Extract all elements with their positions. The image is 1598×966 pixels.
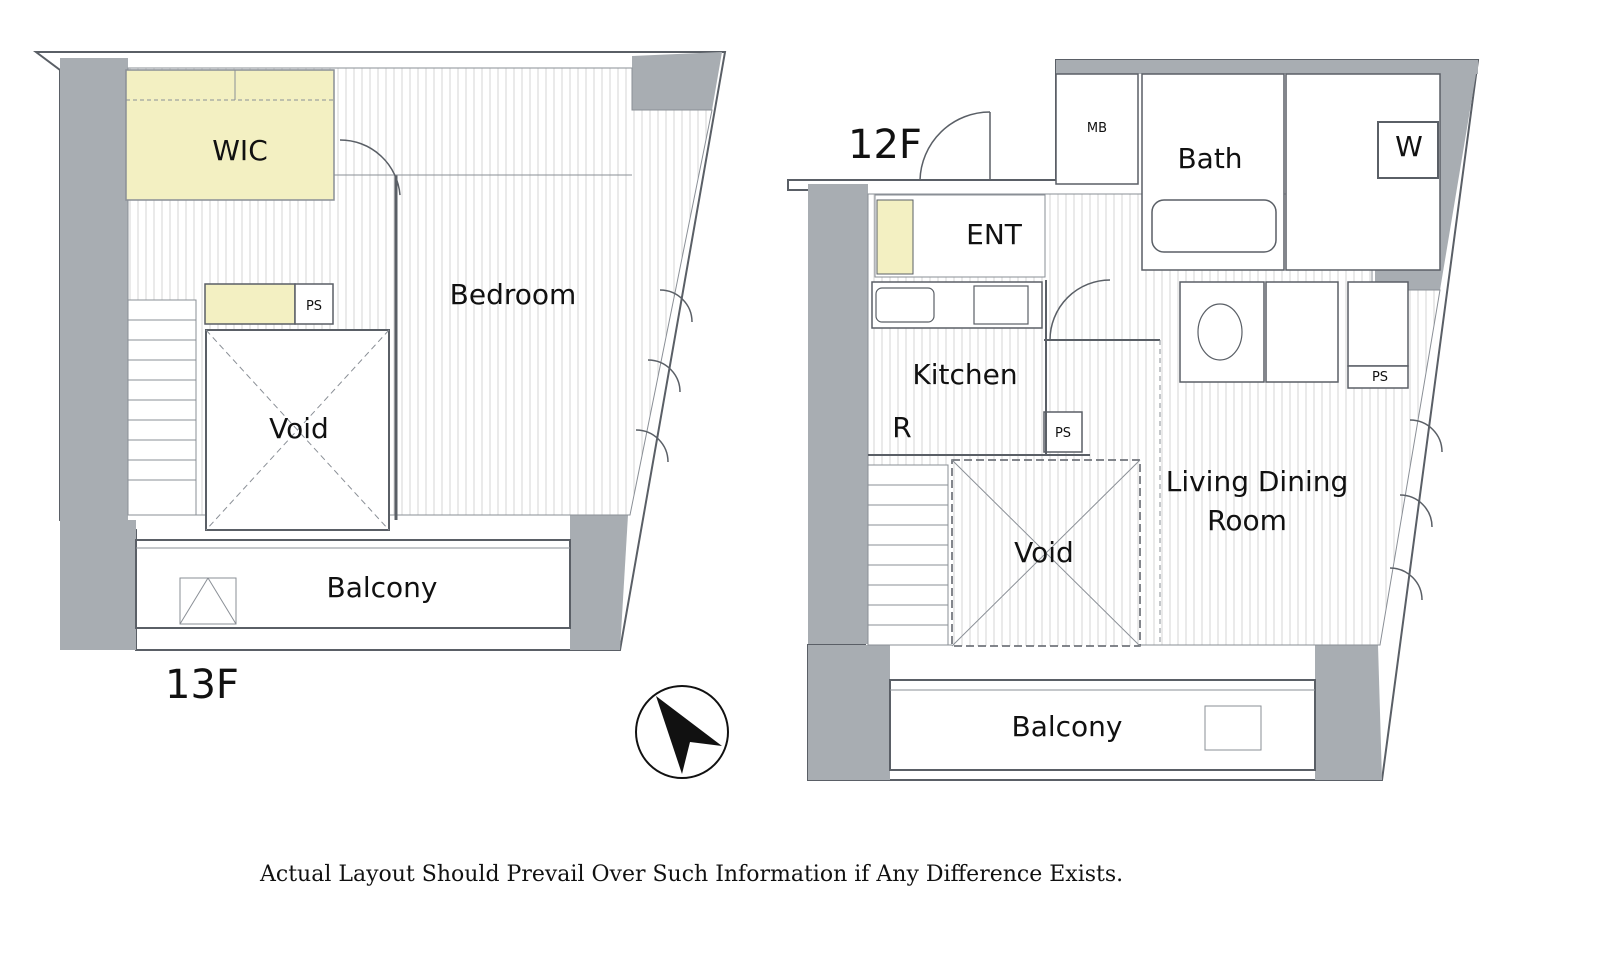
label-bath: Bath xyxy=(1177,142,1242,175)
label-ps-12f-2: PS xyxy=(1372,370,1388,385)
label-wic: WIC xyxy=(212,134,268,167)
label-living-line2: Room xyxy=(1207,504,1287,537)
wall-12f-right-bottom xyxy=(1315,645,1382,780)
stove xyxy=(973,285,1029,325)
room-wic xyxy=(125,69,335,201)
label-void-13f: Void xyxy=(269,412,329,445)
wash-basin xyxy=(1347,281,1409,367)
wall-13f-left-bottom xyxy=(60,520,136,650)
shower-room xyxy=(1265,281,1339,383)
window-doors-12f xyxy=(1389,419,1443,601)
wall-13f-left-top xyxy=(60,58,128,520)
window-doors-13f xyxy=(635,289,693,463)
disclaimer-text: Actual Layout Should Prevail Over Such I… xyxy=(260,862,1124,887)
floor-13f: WIC Bedroom Void Balcony PS 13F xyxy=(33,51,727,708)
closet-13f xyxy=(204,283,296,325)
ps-box-2 xyxy=(1347,365,1409,389)
ps-13f-box xyxy=(294,283,334,325)
stairs-13f xyxy=(127,299,197,516)
north-arrow-icon xyxy=(635,685,729,779)
stairs-12f xyxy=(867,464,949,646)
wall-13f-right-top xyxy=(632,52,722,110)
ent-door-arc xyxy=(919,111,991,181)
hatch-13f xyxy=(179,577,237,625)
floor-12f: 12F MB Bath W ENT Kitchen R PS PS Living… xyxy=(787,59,1480,781)
label-void-12f: Void xyxy=(1014,536,1074,569)
wall-12f-left-top xyxy=(808,184,868,644)
floor-label-13f: 13F xyxy=(165,662,239,708)
label-balcony-13f: Balcony xyxy=(327,571,438,604)
hatch-12f xyxy=(1204,705,1262,751)
label-ps-13f: PS xyxy=(306,299,322,314)
label-ent: ENT xyxy=(966,218,1023,251)
ps-box-1 xyxy=(1043,411,1083,453)
label-balcony-12f: Balcony xyxy=(1012,710,1123,743)
label-r: R xyxy=(892,411,911,444)
bathtub xyxy=(1151,199,1277,253)
floor-label-12f: 12F xyxy=(848,122,922,168)
w-box xyxy=(1377,121,1439,179)
wall-12f-top xyxy=(1056,60,1478,74)
wall-13f-right-bottom xyxy=(570,515,628,650)
label-living-line1: Living Dining xyxy=(1166,465,1349,498)
wall-12f-left-bottom xyxy=(808,645,890,780)
label-mb: MB xyxy=(1087,121,1107,136)
label-w: W xyxy=(1395,130,1423,163)
mb-box xyxy=(1055,73,1139,185)
label-bedroom: Bedroom xyxy=(450,278,577,311)
sink xyxy=(875,287,935,323)
label-ps-12f-1: PS xyxy=(1055,426,1071,441)
label-kitchen: Kitchen xyxy=(912,358,1017,391)
